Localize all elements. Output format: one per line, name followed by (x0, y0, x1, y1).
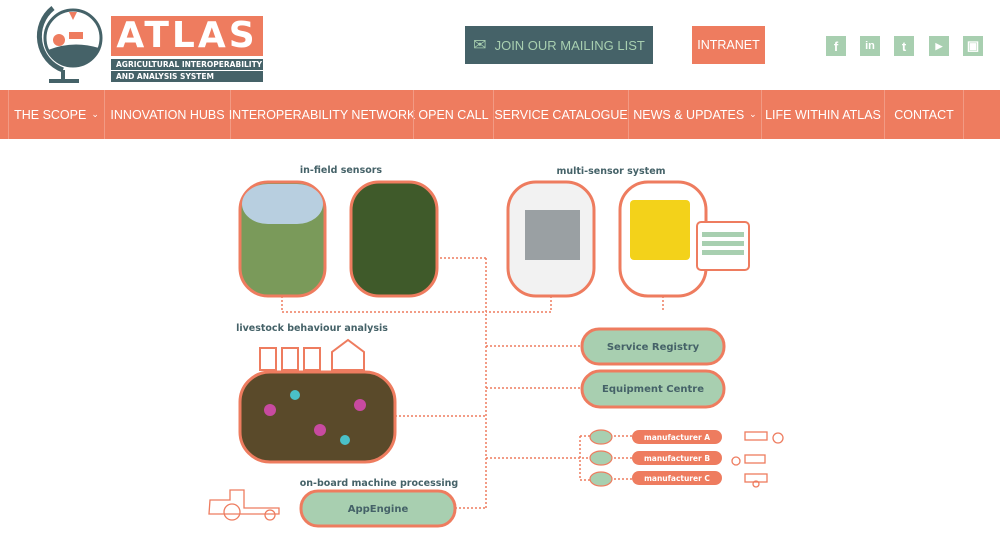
tractor-icons (208, 431, 784, 521)
service-registry-box[interactable]: Service Registry (580, 327, 726, 366)
manufacturer-label: manufacturer B (644, 454, 710, 463)
chevron-down-icon: ⌄ (749, 109, 757, 119)
appengine-box[interactable]: AppEngine (299, 489, 457, 528)
manufacturer-label: manufacturer A (644, 433, 710, 442)
youtube-icon[interactable]: ▶ (929, 36, 949, 56)
label-in-field-sensors: in-field sensors (300, 165, 383, 176)
slideshare-icon[interactable]: ▣ (963, 36, 983, 56)
label-multi-sensor-system: multi-sensor system (556, 166, 665, 177)
nav-label: INNOVATION HUBS (110, 107, 225, 122)
livestock-photo (238, 370, 397, 464)
nav-label: LIFE WITHIN ATLAS (765, 107, 881, 122)
nav-contact[interactable]: CONTACT (884, 90, 964, 139)
nav-label: INTEROPERABILITY NETWORK (228, 107, 416, 122)
service-registry-label: Service Registry (607, 342, 700, 353)
field-sensor-photo-2 (349, 180, 439, 298)
envelope-icon: ✉ (473, 37, 487, 54)
nav-label: NEWS & UPDATES (633, 107, 745, 122)
logo-subtitle-1: AGRICULTURAL INTEROPERABILITY (111, 59, 263, 70)
manufacturer-c: manufacturer C (632, 471, 722, 485)
label-livestock: livestock behaviour analysis (236, 323, 388, 334)
manufacturer-label: manufacturer C (644, 474, 710, 483)
equipment-centre-label: Equipment Centre (602, 384, 704, 395)
logo-title[interactable]: ATLAS (111, 16, 263, 56)
nav-open-call[interactable]: OPEN CALL (413, 90, 493, 139)
intranet-button[interactable]: INTRANET (692, 26, 765, 64)
nav-the-scope[interactable]: THE SCOPE ⌄ (8, 90, 104, 139)
nav-news-updates[interactable]: NEWS & UPDATES ⌄ (628, 90, 761, 139)
facebook-icon[interactable]: f (826, 36, 846, 56)
cloud-icons (589, 429, 613, 487)
nav-label: SERVICE CATALOGUE (494, 107, 628, 122)
manufacturer-a: manufacturer A (632, 430, 722, 444)
chevron-down-icon: ⌄ (91, 109, 99, 119)
mailing-list-button[interactable]: ✉ JOIN OUR MAILING LIST (465, 26, 653, 64)
silo-barn-icon (259, 338, 365, 371)
appengine-label: AppEngine (348, 504, 409, 515)
logo-globe-icon[interactable] (33, 2, 105, 84)
twitter-icon[interactable]: t (894, 36, 914, 56)
linkedin-icon[interactable]: in (860, 36, 880, 56)
main-nav: THE SCOPE ⌄ INNOVATION HUBS INTEROPERABIL… (0, 90, 1000, 139)
label-onboard: on-board machine processing (300, 478, 458, 489)
mailing-list-label: JOIN OUR MAILING LIST (494, 37, 645, 53)
nav-label: CONTACT (894, 107, 954, 122)
nav-service-catalogue[interactable]: SERVICE CATALOGUE (493, 90, 628, 139)
nav-label: THE SCOPE (14, 107, 87, 122)
equipment-centre-box[interactable]: Equipment Centre (580, 369, 726, 409)
nav-innovation-hubs[interactable]: INNOVATION HUBS (104, 90, 230, 139)
nav-life-within-atlas[interactable]: LIFE WITHIN ATLAS (761, 90, 884, 139)
nav-interoperability-network[interactable]: INTEROPERABILITY NETWORK (228, 90, 416, 139)
logo-subtitle-2: AND ANALYSIS SYSTEM (111, 71, 263, 82)
manufacturer-b: manufacturer B (632, 451, 722, 465)
nav-label: OPEN CALL (418, 107, 489, 122)
